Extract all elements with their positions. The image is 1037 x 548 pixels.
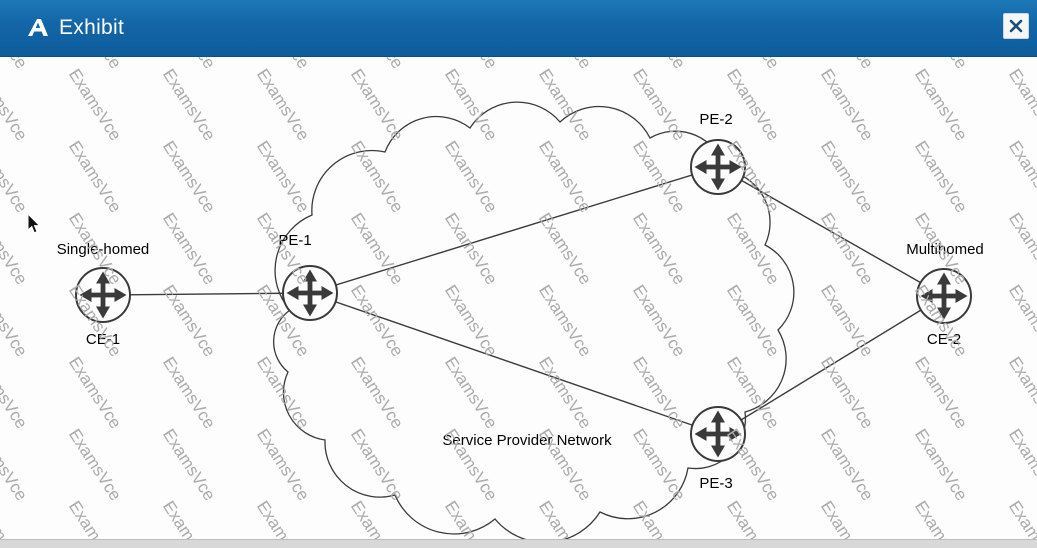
label-pe3: PE-3 [699, 475, 732, 492]
titlebar: Exhibit [0, 0, 1037, 57]
close-icon [1009, 19, 1023, 33]
router-ce1-icon [75, 267, 131, 323]
close-button[interactable] [1003, 13, 1029, 39]
router-pe3-icon [690, 406, 746, 462]
link-pe3-ce2 [717, 295, 945, 435]
app-logo-icon [26, 16, 50, 40]
link-pe1-pe3 [309, 292, 719, 435]
link-pe2-ce2 [717, 166, 945, 297]
link-pe1-pe2 [309, 166, 719, 294]
router-pe1-icon [282, 265, 338, 321]
label-service-provider-network: Service Provider Network [442, 432, 612, 449]
service-provider-cloud [273, 101, 795, 539]
label-ce2: CE-2 [927, 331, 961, 348]
router-ce2-icon [916, 268, 972, 324]
mouse-cursor [27, 214, 41, 234]
window-bottom-edge [0, 539, 1037, 548]
link-ce1-pe1 [102, 292, 311, 296]
router-pe2-icon [690, 139, 746, 195]
label-pe1: PE-1 [278, 232, 311, 249]
label-ce1: CE-1 [86, 331, 120, 348]
diagram-canvas: Single-homed CE-1 PE-1 PE-2 PE-3 Multiho… [0, 57, 1037, 539]
window-title: Exhibit [59, 16, 125, 39]
label-multihomed: Multihomed [906, 241, 984, 258]
label-pe2: PE-2 [699, 111, 732, 128]
label-single-homed: Single-homed [57, 241, 150, 258]
